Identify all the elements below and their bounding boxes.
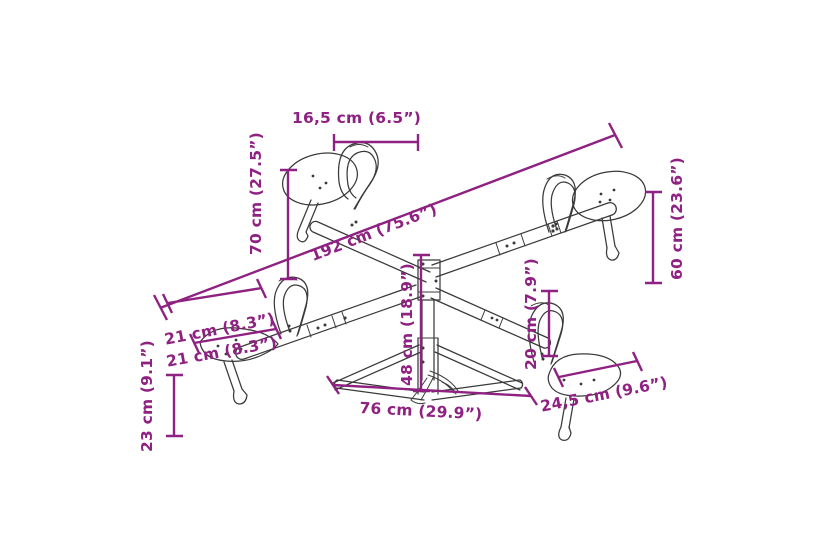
seat-bottom-right [528, 302, 622, 441]
dimline-seat-height-left [166, 373, 183, 438]
beam-upper-left [309, 220, 431, 283]
dimline-seat-height-right [645, 190, 662, 285]
dimension-lines [152, 122, 662, 438]
product-drawing [199, 141, 647, 441]
dimline-overall-height [280, 168, 297, 281]
dimline-seat-depth-upper [161, 278, 268, 314]
beam-lower-left [235, 284, 421, 360]
dimline-overall-length [152, 122, 624, 321]
beam-lower-right [430, 287, 552, 349]
dimline-seat-width-bottom [552, 351, 644, 388]
dimline-seat-width-top [332, 134, 420, 151]
dimline-handle-height [541, 289, 558, 358]
dimline-pivot-height [413, 253, 430, 393]
dimline-base-width [326, 375, 538, 406]
beam-upper-right [431, 202, 617, 278]
seat-top-left [282, 141, 379, 243]
seat-top-right [542, 170, 647, 261]
dimline-seat-depth-lower [188, 319, 283, 354]
